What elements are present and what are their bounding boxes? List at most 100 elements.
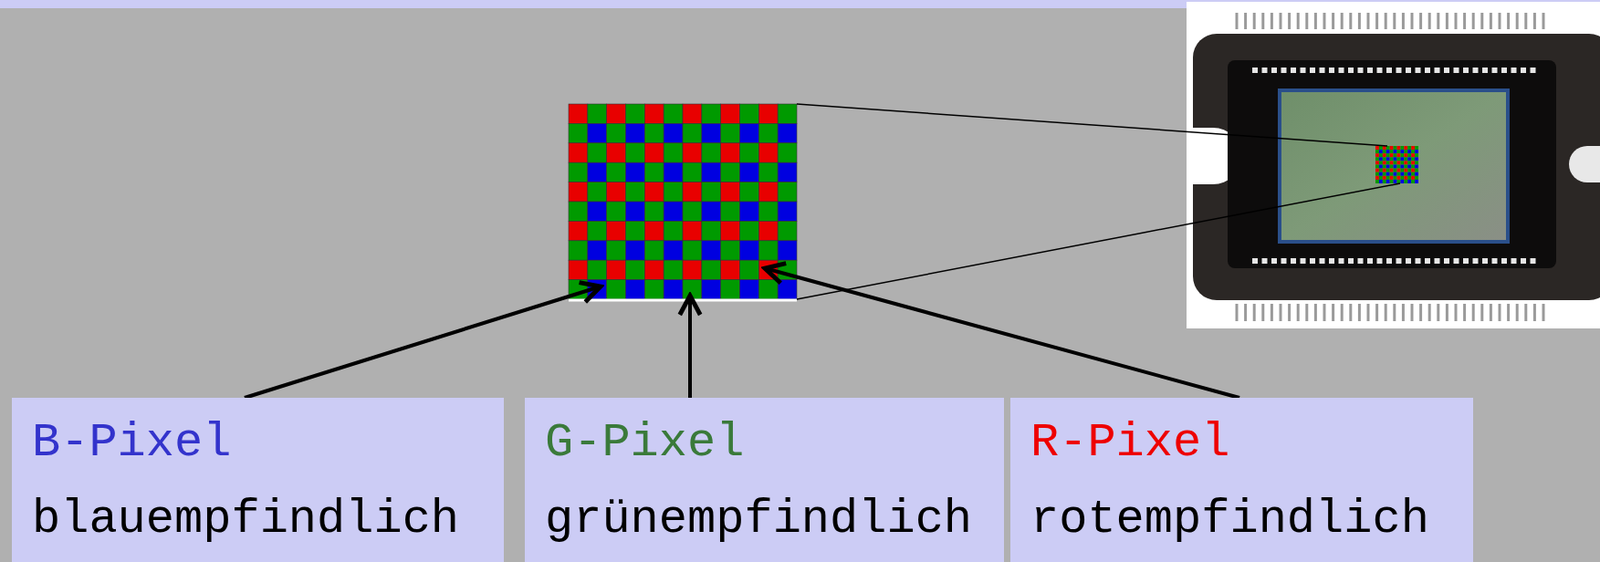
pixel-cell [568, 220, 588, 241]
pixel-cell [606, 123, 627, 143]
pixel-cell [1397, 176, 1402, 180]
pixel-cell [701, 220, 722, 241]
pixel-cell [1390, 156, 1394, 161]
pixel-cell [1375, 172, 1380, 177]
pixel-cell [1400, 172, 1404, 177]
pixel-cell [1382, 172, 1387, 177]
pixel-cell [1393, 179, 1398, 184]
pixel-cell [758, 162, 778, 182]
pixel-cell [1397, 168, 1402, 173]
pixel-cell [758, 240, 778, 261]
pixel-cell [1382, 165, 1387, 169]
pixel-cell [663, 143, 683, 163]
pixel-cell [644, 260, 664, 280]
pixel-cell [1386, 149, 1391, 154]
pixel-cell [606, 104, 627, 124]
pixel-cell [1393, 172, 1398, 177]
pixel-cell [626, 240, 646, 261]
pixel-cell [777, 104, 797, 124]
pixel-cell [1397, 153, 1402, 157]
pixel-cell [663, 280, 683, 300]
pixel-cell [721, 104, 741, 124]
pixel-cell [587, 240, 607, 261]
pixel-cell [1411, 160, 1415, 165]
pixel-cell [568, 182, 588, 202]
pixel-cell [701, 280, 722, 300]
pixel-name: R-Pixel [1030, 405, 1454, 482]
pixel-cell [682, 220, 702, 241]
pixel-cell [1393, 149, 1398, 154]
pixel-cell [1411, 156, 1415, 161]
pixel-cell [1414, 179, 1419, 184]
pixel-cell [587, 182, 607, 202]
pixel-cell [777, 240, 797, 261]
pixel-cell [1411, 179, 1415, 184]
pixel-cell [1397, 172, 1402, 177]
pixel-cell [587, 143, 607, 163]
pixel-cell [626, 182, 646, 202]
pixel-cell [701, 182, 722, 202]
pixel-cell [1382, 153, 1387, 157]
pixel-cell [721, 143, 741, 163]
pixel-cell [1382, 156, 1387, 161]
pixel-cell [758, 201, 778, 221]
pixel-cell [644, 104, 664, 124]
pixel-cell [1390, 176, 1394, 180]
pixel-cell [701, 162, 722, 182]
pixel-cell [1386, 153, 1391, 157]
pixel-cell [1390, 146, 1394, 150]
pixel-cell [758, 280, 778, 300]
pixel-cell [1386, 168, 1391, 173]
pixel-cell [1379, 165, 1383, 169]
pixel-cell [663, 240, 683, 261]
pixel-cell [1400, 165, 1404, 169]
pixel-cell [626, 143, 646, 163]
label-box: G-Pixelgrünempfindlich [524, 397, 1004, 562]
pixel-cell [587, 162, 607, 182]
pixel-cell [701, 260, 722, 280]
pixel-cell [1407, 156, 1412, 161]
zoom-line [796, 104, 1388, 147]
pixel-cell [1414, 165, 1419, 169]
pixel-cell [568, 143, 588, 163]
pixel-cell [1397, 165, 1402, 169]
sensitivity-text: rotempfindlich [1030, 481, 1454, 559]
pixel-cell [626, 280, 646, 300]
pixel-cell [1386, 160, 1391, 165]
pixel-cell [682, 143, 702, 163]
pixel-cell [568, 260, 588, 280]
pixel-cell [1407, 165, 1412, 169]
pixel-cell [1375, 156, 1380, 161]
pixel-cell [740, 182, 760, 202]
pixel-cell [1403, 179, 1408, 184]
pixel-cell [740, 143, 760, 163]
pixel-cell [721, 201, 741, 221]
pixel-cell [644, 220, 664, 241]
pixel-cell [1390, 172, 1394, 177]
pixel-cell [568, 162, 588, 182]
pixel-cell [626, 220, 646, 241]
pixel-cell [1379, 179, 1383, 184]
pixel-cell [587, 123, 607, 143]
pixel-cell [1397, 149, 1402, 154]
pixel-cell [1400, 160, 1404, 165]
pixel-name: B-Pixel [31, 405, 484, 482]
pixel-cell [1375, 165, 1380, 169]
pixel-cell [1403, 172, 1408, 177]
pixel-cell [758, 220, 778, 241]
pixel-cell [1386, 176, 1391, 180]
pixel-cell [721, 260, 741, 280]
pixel-cell [1411, 172, 1415, 177]
pixel-cell [1382, 149, 1387, 154]
pixel-cell [740, 280, 760, 300]
sensitivity-text: grünempfindlich [544, 481, 984, 559]
pixel-cell [587, 220, 607, 241]
pixel-cell [758, 104, 778, 124]
pixel-cell [721, 123, 741, 143]
pixel-cell [1393, 153, 1398, 157]
pixel-cell [721, 162, 741, 182]
pixel-cell [758, 182, 778, 202]
pixel-cell [606, 240, 627, 261]
pixel-cell [663, 201, 683, 221]
